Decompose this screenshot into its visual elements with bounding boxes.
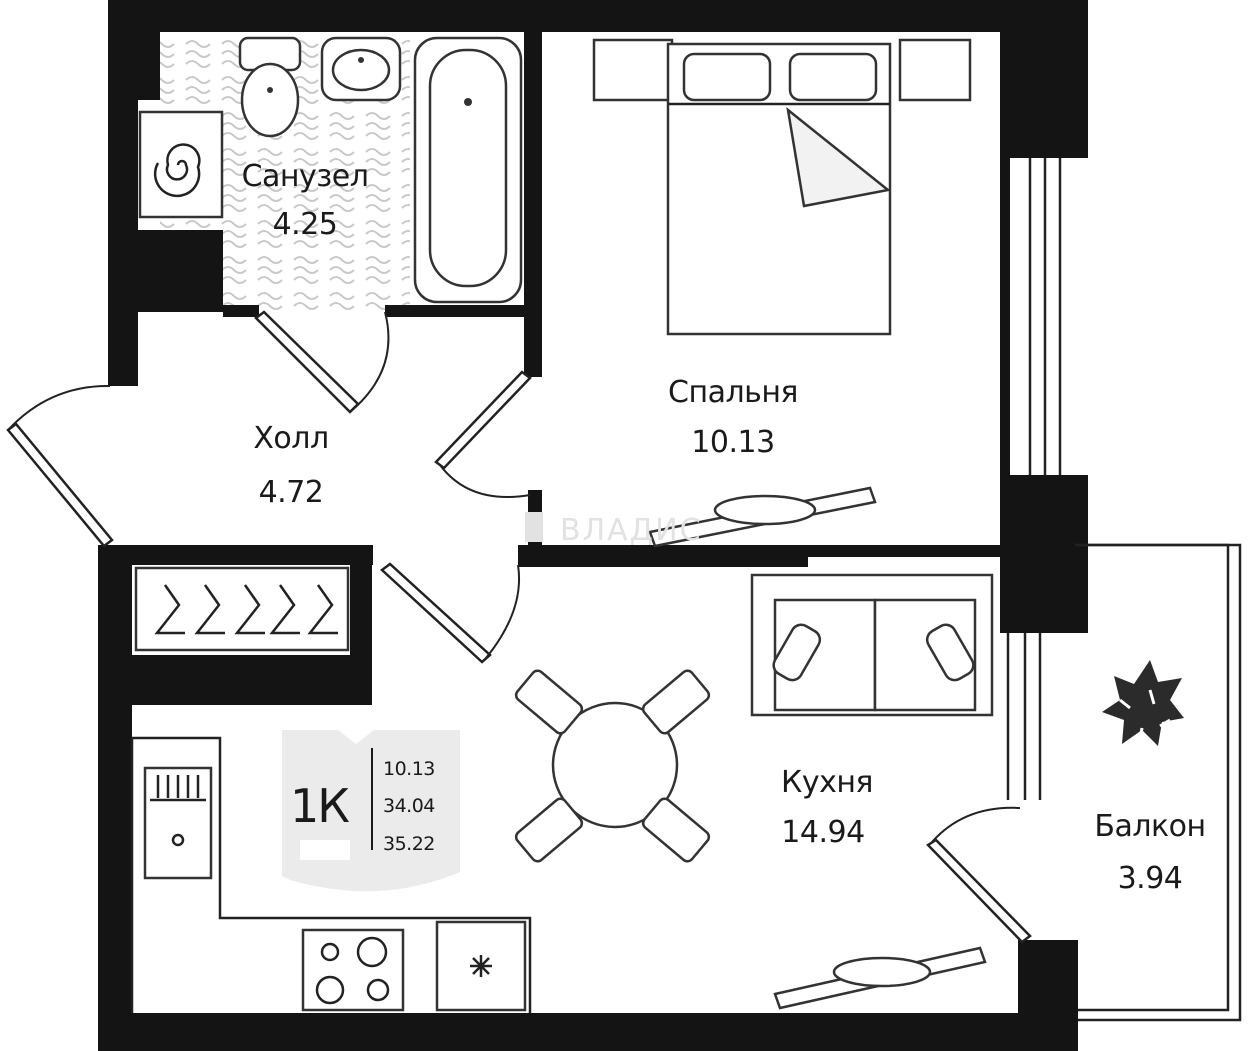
sofa-icon xyxy=(750,573,994,717)
kitchen-door xyxy=(380,562,521,664)
room-area: 4.25 xyxy=(273,207,338,242)
apartment-badge: 1К 10.13 34.04 35.22 xyxy=(282,730,460,892)
plant-icon xyxy=(1102,660,1184,746)
room-area: 3.94 xyxy=(1118,861,1183,896)
dining-table-icon xyxy=(514,669,711,863)
room-name: Спальня xyxy=(668,375,798,410)
sink-icon xyxy=(320,36,402,102)
bed-icon xyxy=(592,38,972,336)
badge-value-2: 34.04 xyxy=(383,795,435,817)
windows xyxy=(1006,158,1062,800)
room-name: Холл xyxy=(253,421,328,456)
entrance-door xyxy=(6,384,114,548)
badge-value-1: 10.13 xyxy=(383,758,435,780)
apartment-type: 1К xyxy=(290,779,349,833)
room-name: Кухня xyxy=(781,765,873,800)
washing-machine-icon xyxy=(138,110,224,219)
room-label-bathroom: Санузел 4.25 xyxy=(242,159,369,242)
balcony-outline xyxy=(1075,543,1242,1022)
toilet-icon xyxy=(238,36,302,138)
armchair-icon xyxy=(772,623,975,682)
ac-icon xyxy=(648,486,877,548)
bathroom-door xyxy=(254,310,390,414)
bedroom-door xyxy=(434,370,532,498)
room-area: 14.94 xyxy=(781,815,864,850)
kitchen-counter xyxy=(130,736,532,1013)
hanger-icon xyxy=(154,584,338,635)
badge-value-3: 35.22 xyxy=(383,833,435,855)
bathtub-icon xyxy=(413,36,523,304)
fridge-icon xyxy=(435,920,527,1012)
wardrobe xyxy=(134,566,350,652)
room-area: 4.72 xyxy=(259,475,324,510)
room-label-kitchen: Кухня 14.94 xyxy=(781,765,873,850)
room-label-balcony: Балкон 3.94 xyxy=(1094,809,1206,896)
cooktop-icon xyxy=(301,928,405,1012)
kitchen-sink-icon xyxy=(143,766,213,880)
room-label-hall: Холл 4.72 xyxy=(253,421,329,510)
walls xyxy=(98,0,1088,1051)
room-label-bedroom: Спальня 10.13 xyxy=(668,375,798,460)
room-name: Санузел xyxy=(242,159,369,194)
svg-text:ВЛАДИС: ВЛАДИС xyxy=(560,513,703,548)
room-area: 10.13 xyxy=(691,425,774,460)
room-name: Балкон xyxy=(1094,809,1205,844)
watermark: ВЛАДИС xyxy=(525,512,703,548)
ac-icon-kitchen xyxy=(773,946,987,1010)
balcony-door xyxy=(926,806,1032,944)
